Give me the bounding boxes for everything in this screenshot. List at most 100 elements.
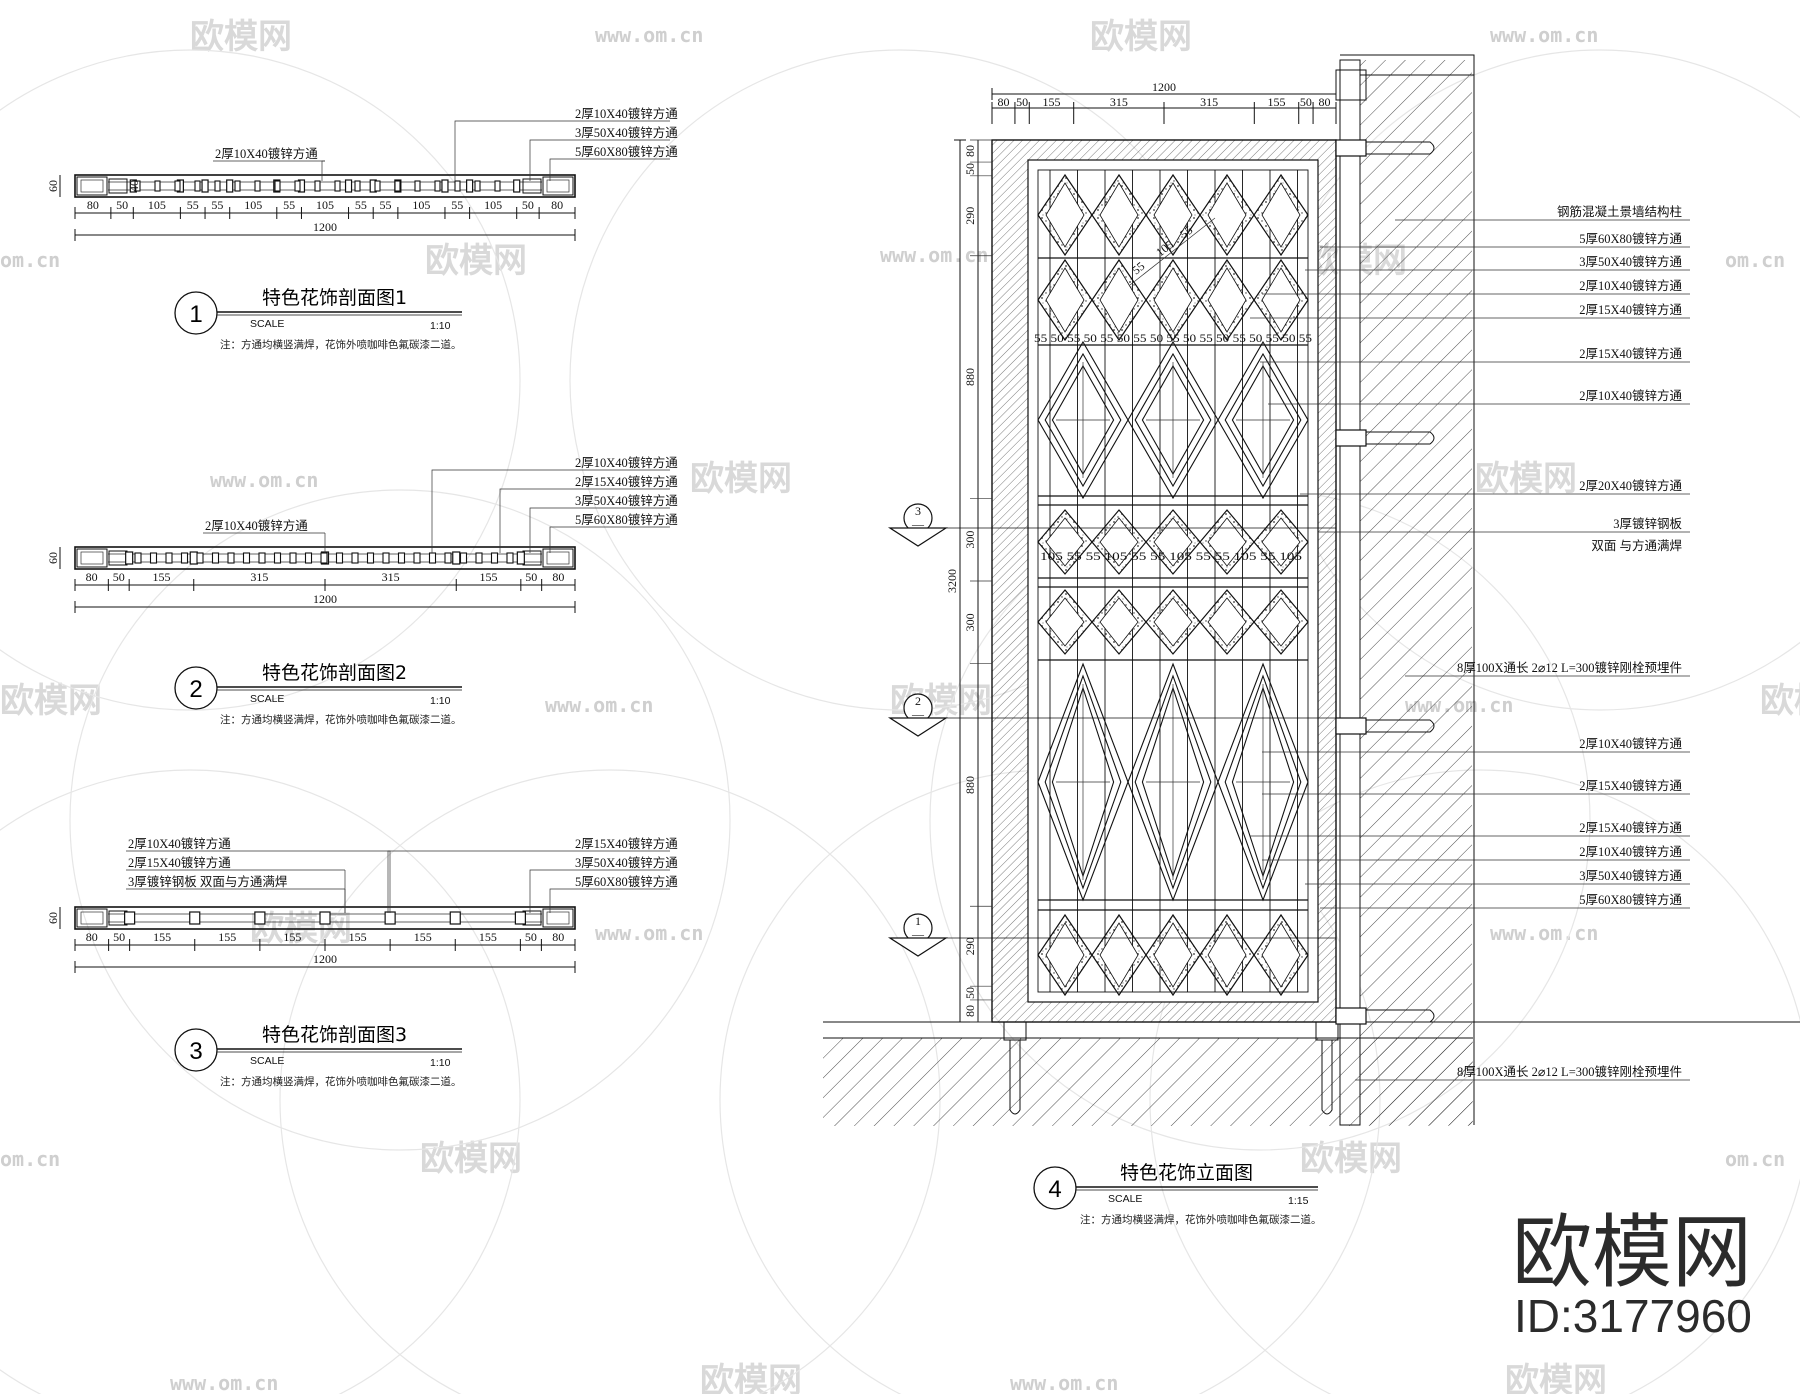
top-dim-value: 80 (1319, 95, 1331, 109)
callout-label: 3厚50X40镀锌方通 (575, 493, 678, 508)
dim-value: 50 (116, 198, 128, 212)
anchor-posts (1003, 1021, 1339, 1115)
left-dim-value: 80 (963, 1005, 977, 1017)
dim-value: 80 (551, 198, 563, 212)
watermark-url: www.om.cn (1490, 23, 1598, 47)
elevation-number-circle (1033, 1166, 1077, 1210)
elevation-callout-label: 2厚10X40镀锌方通 (1579, 736, 1682, 751)
watermark-url: www.om.cn (595, 23, 703, 47)
elevation-number: 4 (1048, 1176, 1061, 1203)
dim-value: 55 (187, 198, 199, 212)
watermark-url: www.om.cn (1490, 921, 1598, 945)
callout-label: 5厚60X80镀锌方通 (575, 512, 678, 527)
dim-value: 105 (412, 198, 430, 212)
dim-value: 155 (479, 930, 497, 944)
dim-height: 60 (46, 180, 60, 192)
dim-height: 60 (46, 912, 60, 924)
dim-value: 155 (480, 570, 498, 584)
large-diamond-motif (1224, 674, 1302, 890)
lattice-tube (516, 551, 525, 565)
dim-value: 80 (86, 570, 98, 584)
dim-value: 80 (87, 198, 99, 212)
section-number-circle (174, 666, 218, 710)
anchor-plate (1335, 139, 1367, 157)
section-number: 2 (189, 676, 202, 703)
scale-value: 1:10 (430, 1057, 451, 1069)
scale-value: 1:10 (430, 320, 451, 332)
dim-value: 80 (552, 570, 564, 584)
section-note: 注：方通均横竖满焊，花饰外喷咖啡色氟碳漆二道。 (220, 338, 462, 351)
end-tube-60x80 (542, 548, 574, 568)
lattice-tube (201, 179, 209, 193)
large-diamond-motif (1127, 340, 1219, 500)
dim-value: 55 (211, 198, 223, 212)
callout-label: 2厚10X40镀锌方通 (215, 146, 318, 161)
lattice-tube (319, 911, 331, 925)
elevation-callout-label: 2厚10X40镀锌方通 (1579, 278, 1682, 293)
section-number: 3 (189, 1038, 202, 1065)
watermark-url: om.cn (0, 248, 60, 272)
elevation-callout-label: 3厚50X40镀锌方通 (1579, 254, 1682, 269)
top-dim-value: 155 (1042, 95, 1060, 109)
lattice-tube (226, 179, 234, 193)
lattice-tube (441, 179, 449, 193)
lattice-tube (513, 179, 521, 193)
watermark-brand: 欧模网 (425, 241, 527, 281)
callout-label: 2厚15X40镀锌方通 (575, 474, 678, 489)
section-mark-number: 2 (915, 694, 921, 708)
watermark-arc (69, 489, 731, 1151)
lattice-tube (124, 911, 136, 925)
elevation-callout-label: 5厚60X80镀锌方通 (1579, 231, 1682, 246)
section-mark-number: 3 (915, 504, 921, 518)
scale-value: 1:15 (1288, 1195, 1309, 1207)
large-diamond-motif (1044, 352, 1122, 488)
watermark-brand: 欧模网 (1760, 681, 1800, 721)
large-diamond-motif (1217, 662, 1309, 902)
top-dim-total: 1200 (1152, 80, 1176, 94)
left-dim-value: 50 (963, 163, 977, 175)
dim-value: 50 (522, 198, 534, 212)
watermark-url: www.om.cn (880, 243, 988, 267)
section-profile (74, 174, 576, 198)
elevation-title: 特色花饰立面图 (1120, 1162, 1253, 1184)
elevation-callout-label: 钢筋混凝土景墙结构柱 (1557, 204, 1682, 219)
dim-value: 105 (244, 198, 262, 212)
lattice-tube (344, 179, 353, 193)
callout-label: 3厚镀锌钢板 双面与方通满焊 (128, 874, 287, 889)
dim-value: 55 (283, 198, 295, 212)
dim-value: 155 (152, 570, 170, 584)
dim-value: 155 (218, 930, 236, 944)
dim-value: 155 (283, 930, 301, 944)
lattice-tube (254, 911, 266, 925)
callout-label: 2厚15X40镀锌方通 (128, 855, 231, 870)
wall-column-hatch (1360, 60, 1472, 1125)
lattice-pattern: 55 50 55 50 55 50 55 50 55 50 55 50 55 5… (1034, 170, 1312, 997)
dim-value: 50 (113, 930, 125, 944)
dim-value: 80 (86, 930, 98, 944)
watermark-arc (0, 49, 521, 711)
top-dim-value: 315 (1200, 95, 1218, 109)
watermark-brand: 欧模网 (190, 17, 292, 57)
lattice-dim-row: 105 55 55 105 55 55 105 55 55 105 55 105 (1040, 549, 1302, 563)
callout-label: 3厚50X40镀锌方通 (575, 125, 678, 140)
watermark-brand: 欧模网 (690, 459, 792, 499)
callout-label: 5厚60X80镀锌方通 (575, 144, 678, 159)
ground-hatch (823, 1038, 1473, 1126)
section-mark-sub: — (911, 517, 925, 531)
elevation-callout-label: 2厚10X40镀锌方通 (1579, 388, 1682, 403)
scale-label: SCALE (250, 693, 284, 705)
top-dim-value: 50 (1016, 95, 1028, 109)
watermark-brand: 欧模网 (0, 681, 102, 721)
watermark-brand: 欧模网 (1090, 17, 1192, 57)
brand-watermark-large: 欧模网 (1512, 1206, 1752, 1299)
watermark-url: om.cn (0, 1147, 60, 1171)
lattice-dim-row: 55 50 55 50 55 50 55 50 55 50 55 50 55 5… (1034, 331, 1312, 345)
elevation-callout-label: 8厚100X通长 2⌀12 L=300镀锌刚栓预埋件 (1457, 660, 1682, 675)
scale-label: SCALE (250, 1055, 284, 1067)
elevation-callout-label: 8厚100X通长 2⌀12 L=300镀锌刚栓预埋件 (1457, 1064, 1682, 1079)
large-diamond-motif (1217, 340, 1309, 500)
elevation-callout-label: 2厚10X40镀锌方通 (1579, 844, 1682, 859)
